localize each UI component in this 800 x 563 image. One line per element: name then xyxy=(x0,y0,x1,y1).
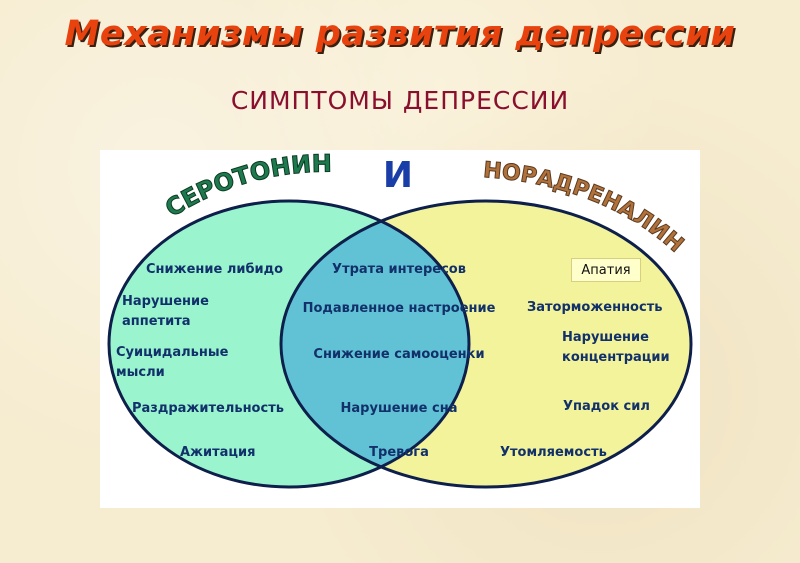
noradrenaline-outline xyxy=(279,199,693,489)
symptom-line: Снижение либидо xyxy=(146,262,283,277)
symptom-left-1: Нарушение аппетита xyxy=(122,294,209,329)
overlap-region xyxy=(281,201,469,487)
symptom-right-1: Нарушение концентрации xyxy=(562,330,670,365)
symptom-line: Заторможенность xyxy=(527,300,662,315)
symptom-both-0: Утрата интересов xyxy=(332,262,466,277)
symptom-line: мысли xyxy=(116,365,165,380)
symptom-left-3: Раздражительность xyxy=(132,401,284,416)
symptom-line: Утрата интересов xyxy=(332,262,466,277)
page-subtitle: СИМПТОМЫ ДЕПРЕССИИ xyxy=(230,86,570,115)
symptom-line: Тревога xyxy=(369,445,429,460)
symptom-left-0: Снижение либидо xyxy=(146,262,283,277)
symptom-both-3: Нарушение сна xyxy=(341,401,458,416)
symptom-both-1: Подавленное настроение xyxy=(303,301,496,316)
symptom-line: Раздражительность xyxy=(132,401,284,416)
symptom-both-2: Снижение самооценки xyxy=(313,347,484,362)
symptom-line: Нарушение xyxy=(122,294,209,309)
symptom-left-4: Ажитация xyxy=(180,445,256,460)
conjunction-label: И xyxy=(383,155,413,196)
symptom-line: Снижение самооценки xyxy=(313,347,484,362)
symptom-right-0: Заторможенность xyxy=(527,300,662,315)
symptom-both-4: Тревога xyxy=(369,445,429,460)
symptom-line: Упадок сил xyxy=(563,399,650,414)
symptom-line: Нарушение сна xyxy=(341,401,458,416)
callout-apatia: Апатия xyxy=(571,258,641,282)
symptom-right-3: Утомляемость xyxy=(500,445,607,460)
symptom-line: Подавленное настроение xyxy=(303,301,496,316)
symptom-line: Ажитация xyxy=(180,445,256,460)
symptom-line: Нарушение xyxy=(562,330,649,345)
symptom-line: концентрации xyxy=(562,350,670,365)
symptom-line: аппетита xyxy=(122,314,191,329)
symptom-left-2: Суицидальные мысли xyxy=(116,345,229,380)
serotonin-outline xyxy=(107,199,471,489)
symptom-right-2: Упадок сил xyxy=(563,399,650,414)
page-title: Механизмы развития депрессии xyxy=(64,14,736,54)
symptom-line: Утомляемость xyxy=(500,445,607,460)
symptom-line: Суицидальные xyxy=(116,345,229,360)
